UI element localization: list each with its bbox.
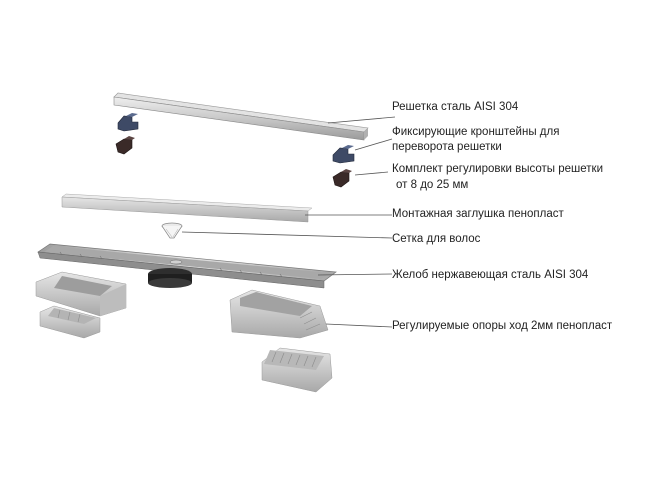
label-channel: Желоб нержавеющая сталь AISI 304: [392, 269, 589, 281]
support-left-upper: [35, 271, 127, 317]
leader-channel: [317, 273, 393, 276]
leader-hair-mesh: [181, 231, 393, 239]
bracket-left-upper: [117, 113, 139, 132]
label-brackets-line2: переворота решетки: [392, 141, 502, 153]
support-left-lower: [39, 305, 101, 339]
label-height-kit-line2: от 8 до 25 мм: [396, 179, 469, 191]
leader-brackets: [354, 138, 393, 151]
leader-lines: [181, 116, 396, 328]
support-right-upper: [229, 289, 329, 339]
leader-height-kit: [354, 171, 389, 176]
support-right-lower: [261, 347, 333, 393]
hair-mesh-part: [161, 222, 183, 239]
label-height-kit-line1: Комплект регулировки высоты решетки: [392, 163, 604, 175]
label-grate: Решетка сталь AISI 304: [392, 101, 519, 113]
label-hair-mesh: Сетка для волос: [392, 233, 481, 245]
bracket-left-lower: [115, 136, 135, 155]
grate-part: [113, 92, 369, 141]
bracket-right-upper: [332, 145, 355, 164]
leader-grate: [327, 116, 396, 124]
mounting-plug-part: [61, 193, 313, 223]
bracket-right-lower: [332, 169, 352, 188]
leader-supports: [325, 323, 393, 328]
label-mount-plug: Монтажная заглушка пенопласт: [392, 208, 564, 220]
label-brackets-line1: Фиксирующие кронштейны для: [392, 126, 560, 138]
channel-part: [36, 243, 337, 289]
label-supports: Регулируемые опоры ход 2мм пенопласт: [392, 320, 613, 332]
